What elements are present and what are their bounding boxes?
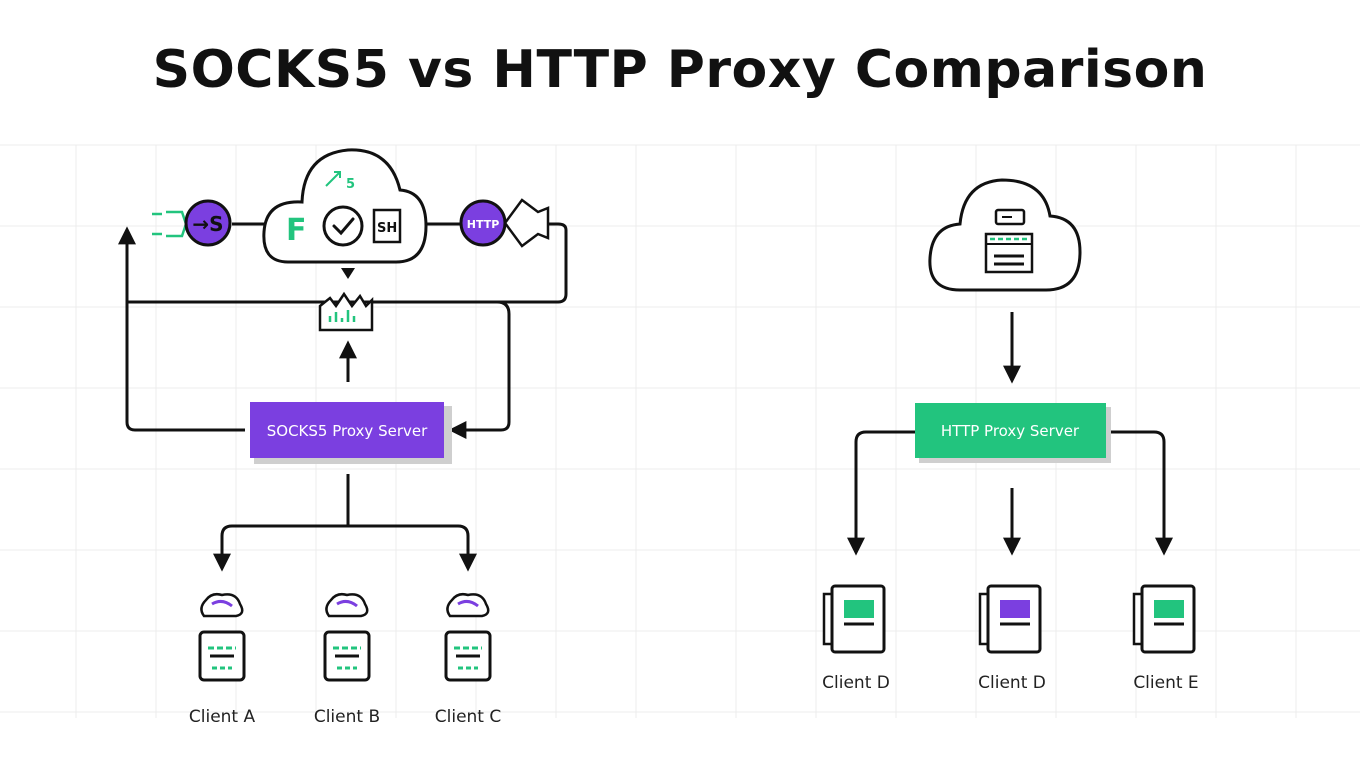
socks5-server-box bbox=[250, 402, 444, 458]
client-document-icon bbox=[1140, 584, 1196, 654]
client-document-icon bbox=[830, 584, 886, 654]
http-diagram: HTTP Proxy Server bbox=[847, 178, 1173, 556]
http-left-arrow bbox=[847, 430, 915, 556]
http-server-box bbox=[915, 403, 1106, 458]
socks5-client-label: Client A bbox=[189, 707, 256, 727]
socks5-client-1: Client B bbox=[314, 592, 380, 727]
http-connectors bbox=[847, 312, 1173, 556]
http-client-label: Client E bbox=[1133, 673, 1198, 693]
http-badge-label: HTTP bbox=[467, 218, 500, 231]
client-cloud-icon bbox=[446, 592, 490, 618]
socks5-cloud-down-arrowhead bbox=[341, 268, 355, 279]
socks5-client-0: Client A bbox=[189, 592, 256, 727]
socks5-server-label: SOCKS5 Proxy Server bbox=[267, 422, 428, 440]
cloud-badge-sh: SH bbox=[377, 221, 397, 236]
socks5-left-badge-icon: →S bbox=[152, 199, 232, 247]
http-client-1: Client D bbox=[978, 584, 1046, 693]
http-client-label: Client D bbox=[822, 673, 890, 693]
page-title: SOCKS5 vs HTTP Proxy Comparison bbox=[152, 40, 1208, 100]
socks5-cloud-icon: 5 F SH bbox=[262, 148, 428, 264]
left-badge-label: →S bbox=[192, 212, 223, 236]
socks5-top-bar bbox=[127, 222, 568, 304]
http-client-label: Client D bbox=[978, 673, 1046, 693]
socks5-right-loop-arrow bbox=[448, 300, 511, 439]
http-right-arrow bbox=[1110, 430, 1173, 556]
socks5-client-2: Client C bbox=[435, 592, 502, 727]
http-badge-icon: HTTP bbox=[459, 198, 550, 248]
cloud-badge-f: F bbox=[286, 213, 307, 248]
http-client-2: Client E bbox=[1132, 584, 1199, 693]
http-client-0: Client D bbox=[822, 584, 890, 693]
socks5-diagram: 5 F SH →S HTTP SOCKS5 Proxy Serve bbox=[118, 148, 568, 572]
http-clients: Client D Client D Client E bbox=[822, 584, 1199, 693]
firewall-icon bbox=[318, 291, 374, 332]
socks5-connectors bbox=[118, 222, 568, 572]
svg-text:5: 5 bbox=[346, 177, 355, 192]
client-cloud-icon bbox=[200, 592, 244, 618]
client-document-icon bbox=[986, 584, 1042, 654]
socks5-client-label: Client C bbox=[435, 707, 502, 727]
socks5-clients: Client A Client B Client C bbox=[189, 592, 502, 727]
client-cloud-icon bbox=[325, 592, 369, 618]
socks5-left-loop-arrow bbox=[118, 226, 245, 432]
socks5-branches bbox=[220, 524, 470, 566]
http-server-label: HTTP Proxy Server bbox=[941, 422, 1080, 440]
http-cloud-icon bbox=[928, 178, 1082, 292]
check-icon bbox=[322, 205, 364, 247]
socks5-client-label: Client B bbox=[314, 707, 380, 727]
